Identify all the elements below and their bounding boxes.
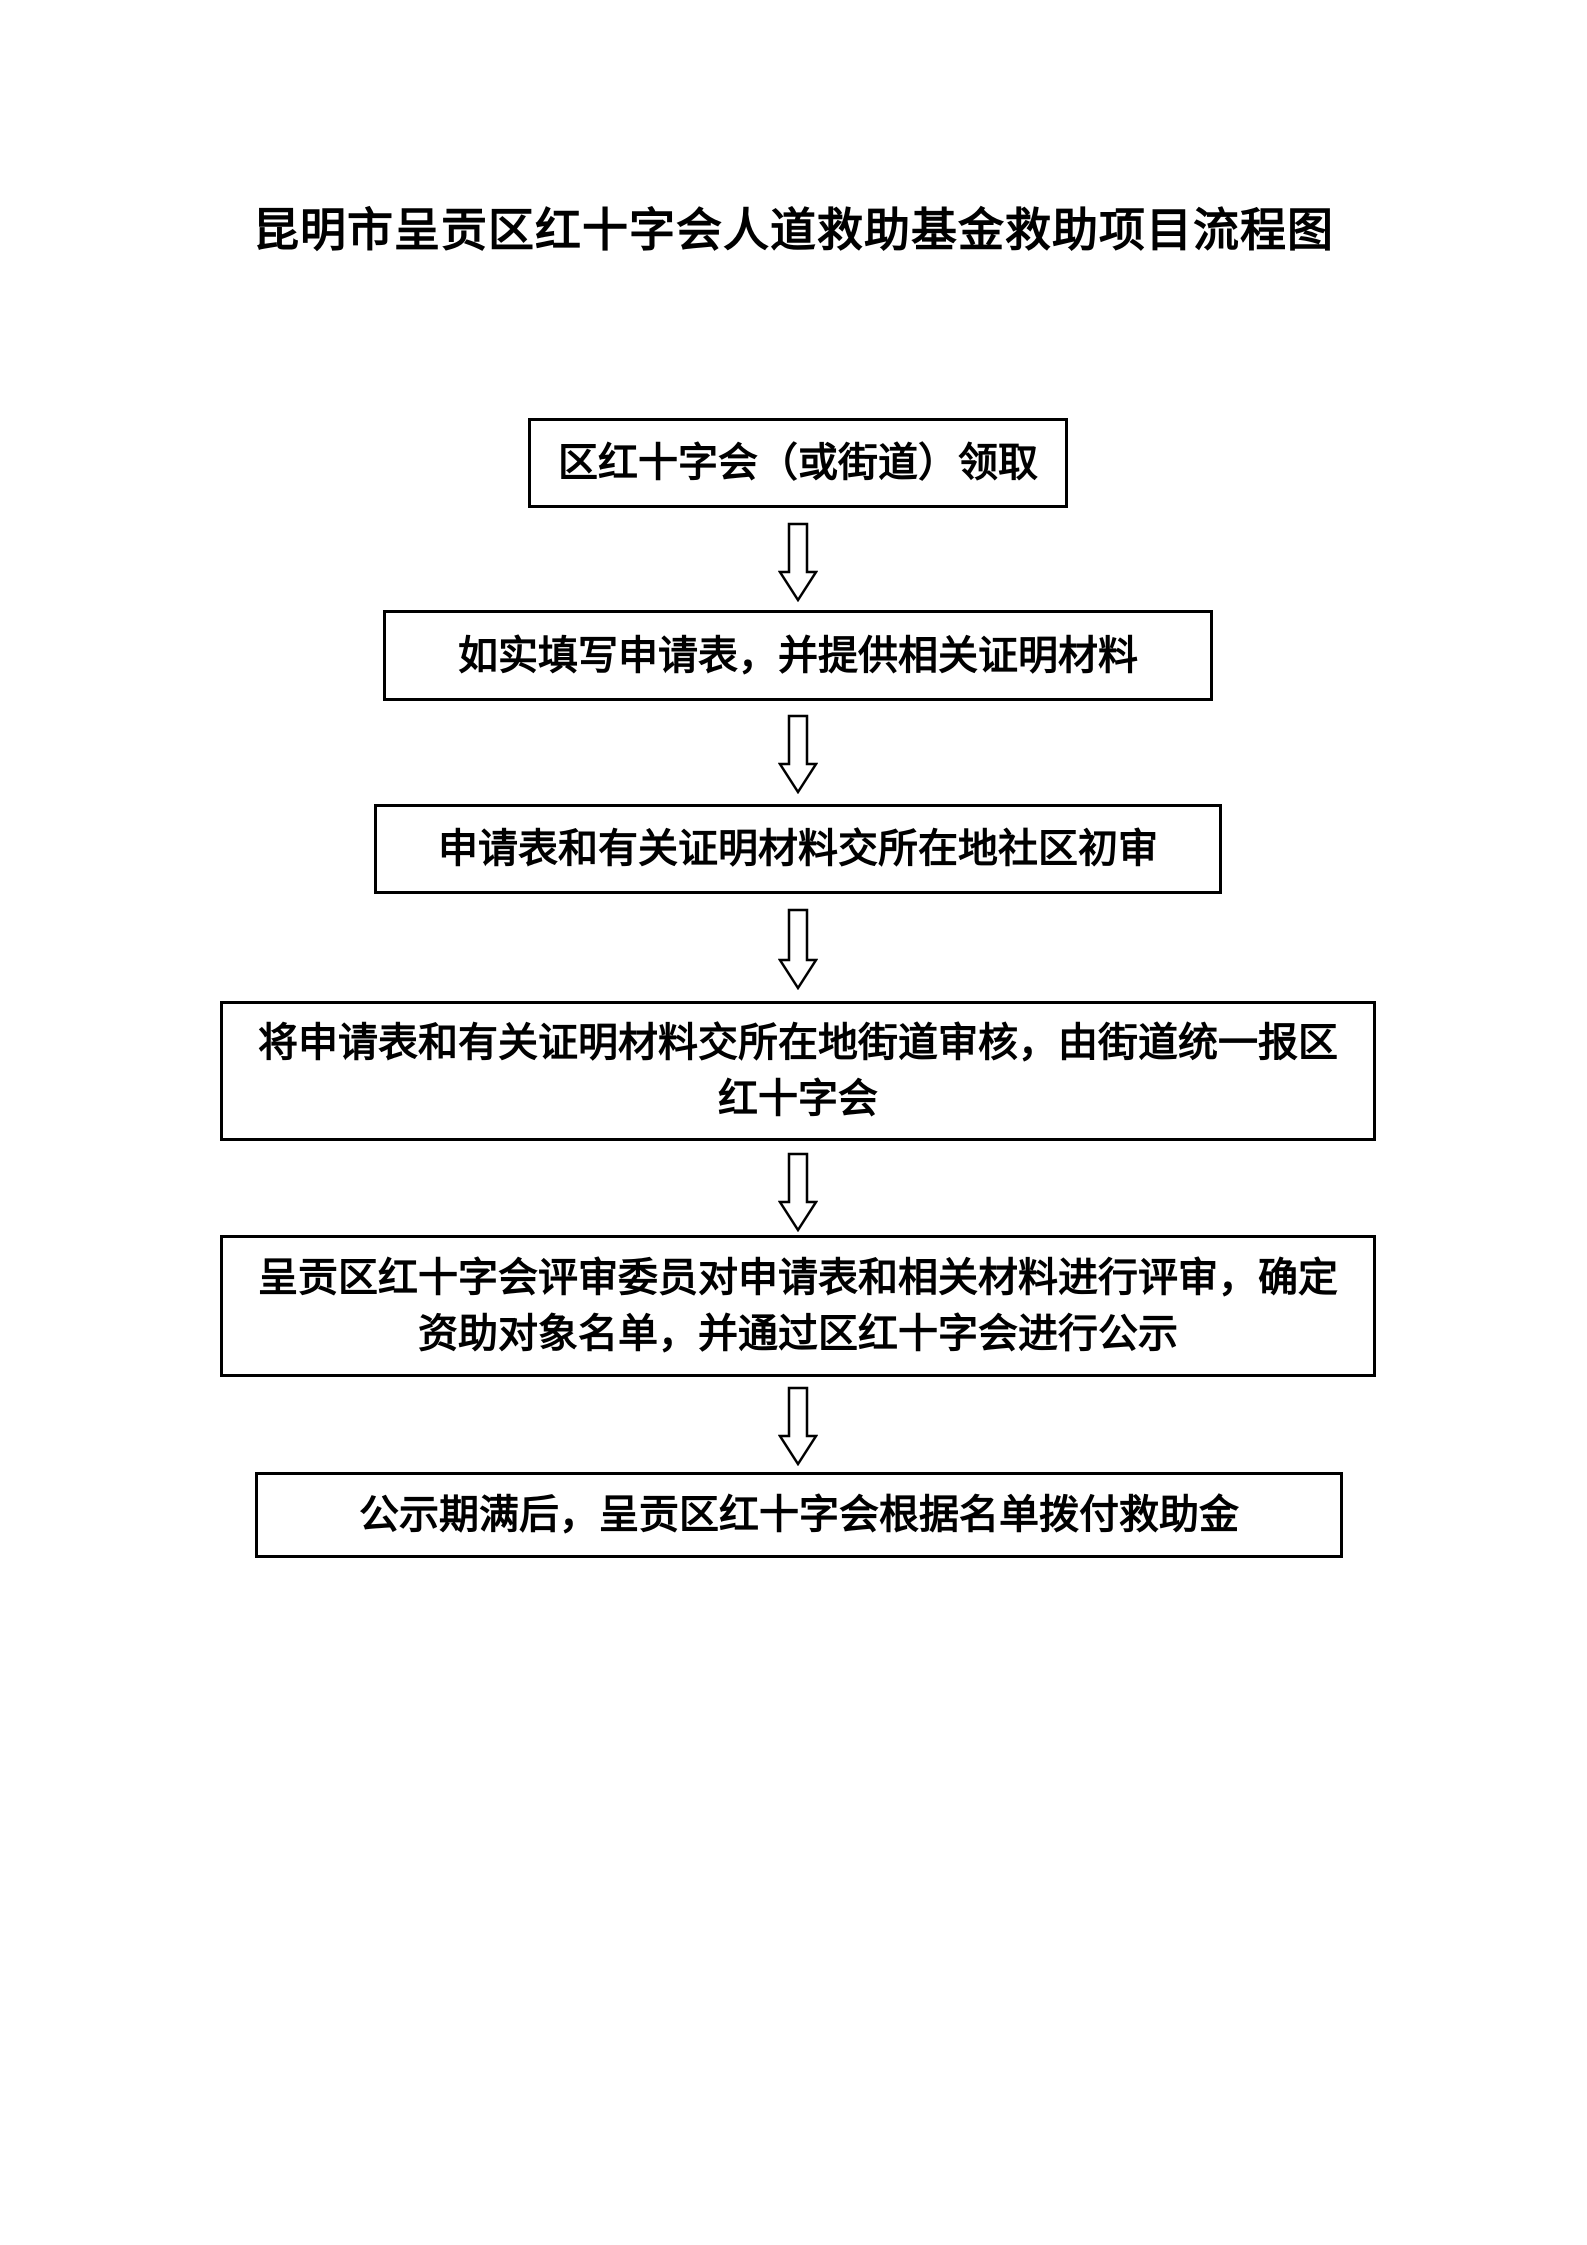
step-4-box: 将申请表和有关证明材料交所在地街道审核，由街道统一报区红十字会 — [220, 1001, 1376, 1141]
step-6-box: 公示期满后，呈贡区红十字会根据名单拨付救助金 — [255, 1472, 1343, 1558]
step-3-box: 申请表和有关证明材料交所在地社区初审 — [374, 804, 1222, 894]
arrow-down-icon — [778, 714, 818, 794]
step-2-text: 如实填写申请表，并提供相关证明材料 — [458, 631, 1138, 679]
step-5-box: 呈贡区红十字会评审委员对申请表和相关材料进行评审，确定资助对象名单，并通过区红十… — [220, 1235, 1376, 1377]
step-6-text: 公示期满后，呈贡区红十字会根据名单拨付救助金 — [359, 1491, 1239, 1538]
step-4-text: 将申请表和有关证明材料交所在地街道审核，由街道统一报区红十字会 — [258, 1019, 1338, 1122]
step-1-box: 区红十字会（或街道）领取 — [528, 418, 1068, 508]
step-1-text: 区红十字会（或街道）领取 — [558, 439, 1038, 486]
page-title: 昆明市呈贡区红十字会人道救助基金救助项目流程图 — [253, 203, 1334, 257]
arrow-down-icon — [778, 1152, 818, 1232]
step-2-box: 如实填写申请表，并提供相关证明材料 — [383, 610, 1213, 701]
arrow-down-icon — [778, 522, 818, 602]
step-3-text: 申请表和有关证明材料交所在地社区初审 — [438, 825, 1158, 872]
step-5-text: 呈贡区红十字会评审委员对申请表和相关材料进行评审，确定资助对象名单，并通过区红十… — [258, 1254, 1338, 1357]
arrow-down-icon — [778, 1386, 818, 1466]
arrow-down-icon — [778, 908, 818, 990]
